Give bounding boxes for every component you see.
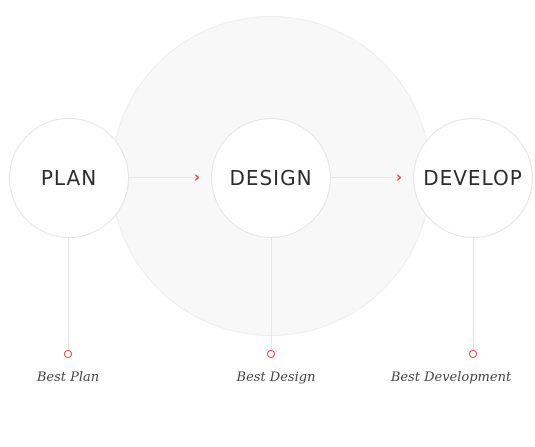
step-node-plan: PLAN <box>9 118 129 238</box>
chevron-right-icon: › <box>193 168 201 186</box>
circle-marker-icon <box>64 350 72 358</box>
chevron-right-icon: › <box>395 168 403 186</box>
step-caption-develop: Best Development <box>390 370 512 385</box>
stem-line-plan <box>68 237 69 350</box>
circle-marker-icon <box>267 350 275 358</box>
stem-line-develop <box>473 237 474 350</box>
step-caption-design: Best Design <box>236 370 316 385</box>
step-node-develop: DEVELOP <box>413 118 533 238</box>
connector-plan-design <box>128 177 198 178</box>
step-title: DESIGN <box>229 166 313 190</box>
step-title: PLAN <box>40 166 98 190</box>
step-node-design: DESIGN <box>211 118 331 238</box>
connector-design-develop <box>330 177 400 178</box>
stem-line-design <box>271 237 272 350</box>
step-caption-plan: Best Plan <box>36 370 100 385</box>
step-title: DEVELOP <box>423 166 523 190</box>
circle-marker-icon <box>469 350 477 358</box>
